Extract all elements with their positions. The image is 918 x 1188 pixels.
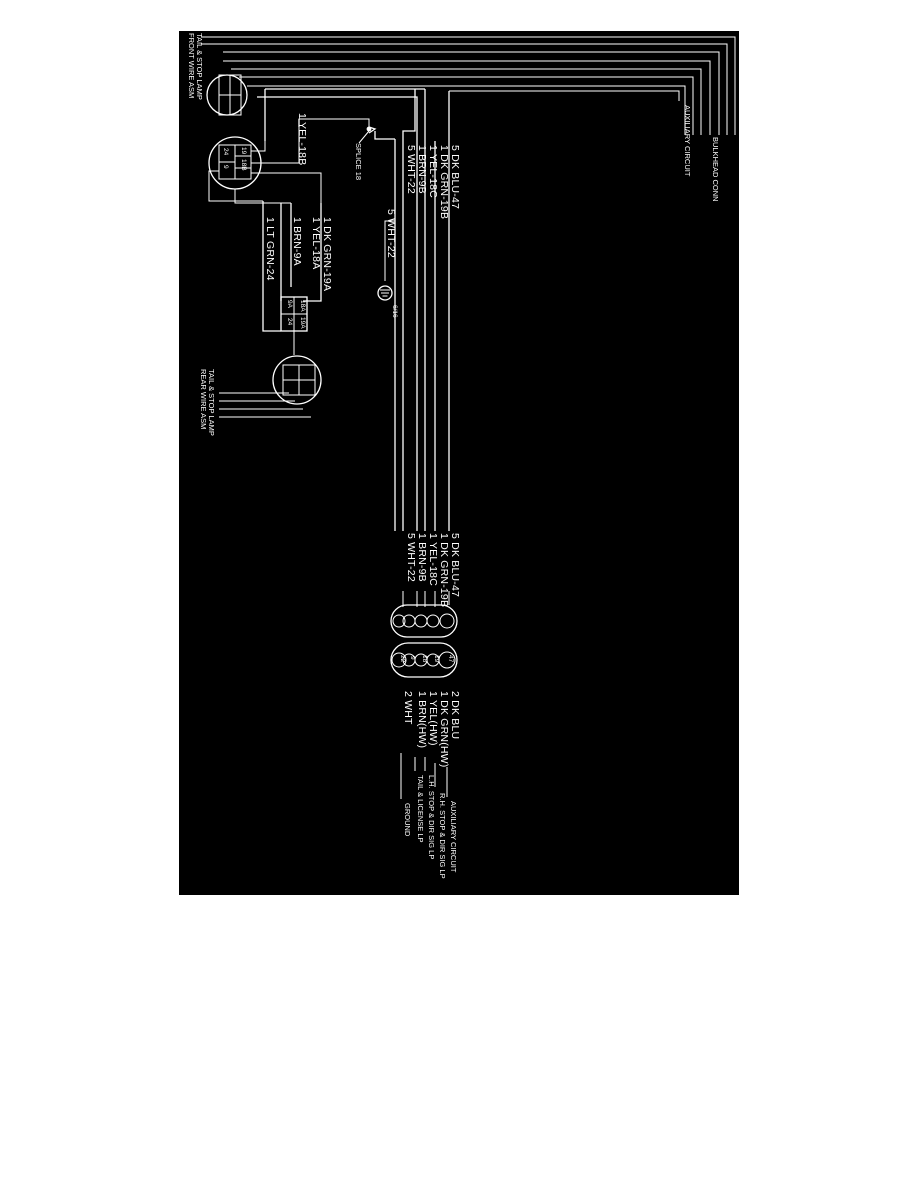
front-pin-label: 9 xyxy=(222,165,229,169)
main-bundle-top-labels: 5 DK BLU-47 1 DK GRN-19B 1 YEL-18C 1 BRN… xyxy=(405,145,461,219)
end-pin-label: 47 xyxy=(447,655,454,663)
rear-lamp-label-line1: TAIL & STOP LAMP xyxy=(207,369,216,436)
wht-22-label: 5 WHT-22 xyxy=(385,209,397,258)
wire-label: 1 DK GRN-19B xyxy=(438,533,450,607)
top-harness xyxy=(201,36,736,263)
ground-symbol-icon xyxy=(377,285,393,301)
vehicle-side-connector xyxy=(390,604,458,638)
wire-label: 2 DK BLU xyxy=(449,691,461,739)
wire-label: 1 BRN-9A xyxy=(291,217,303,266)
wht-ground-branch: 6/16 xyxy=(377,220,398,318)
end-pin-label: 19 xyxy=(433,655,440,663)
lower-bundle-labels: 1 DK GRN-19A 1 YEL-18A 1 BRN-9A 1 LT GRN… xyxy=(264,217,333,291)
end-pin-label: 9 xyxy=(409,656,416,660)
wiring-diagram-svg: TAIL & STOP LAMP FRONT WIRE ASM 19 24 18… xyxy=(187,33,736,879)
trailer-side-labels: 2 DK BLU 1 DK GRN(HW) 1 YEL(HW) 1 BRN(HW… xyxy=(402,691,461,767)
front-pin-label: 24 xyxy=(222,148,229,156)
rear-pin-label: 19A xyxy=(299,317,306,329)
function-label: TAIL & LICENSE LP xyxy=(416,775,425,843)
wire-label: 1 BRN-9B xyxy=(416,533,428,582)
wire-label: 5 DK BLU-47 xyxy=(449,533,461,597)
wire-label: 1 YEL-18C xyxy=(427,533,439,586)
wire-label: 1 BRN(HW) xyxy=(416,691,428,748)
wiring-diagram: TAIL & STOP LAMP FRONT WIRE ASM 19 24 18… xyxy=(179,31,739,895)
lower-bundle: 9A 18A 24 19A xyxy=(262,201,322,355)
main-bundle-bottom-labels: 5 DK BLU-47 1 DK GRN-19B 1 YEL-18C 1 BRN… xyxy=(405,533,461,607)
function-label: L.H. STOP & DIR SIG LP xyxy=(427,775,436,859)
wire-label: 5 WHT-22 xyxy=(405,533,417,582)
function-label: AUXILIARY CIRCUIT xyxy=(449,801,458,873)
auxiliary-label: AUXILIARY CIRCUIT xyxy=(683,105,692,177)
front-lamp-label-line1: TAIL & STOP LAMP xyxy=(195,33,204,100)
wire-label: 1 DK GRN-19A xyxy=(321,217,333,291)
function-label: R.H. STOP & DIR SIG LP xyxy=(438,793,447,879)
yel-18b-label: 1 YEL-18B xyxy=(296,113,308,165)
wire-label: 1 YEL(HW) xyxy=(427,691,439,746)
front-pin-label: 19 xyxy=(240,147,247,155)
bulkhead-label: BULKHEAD CONN xyxy=(711,137,720,202)
front-lamp-label-line2: FRONT WIRE ASM xyxy=(187,33,196,98)
yel-18b-lead xyxy=(298,119,377,144)
wire-label: 1 YEL-18A xyxy=(310,217,322,269)
main-bundle xyxy=(374,89,450,531)
front-pin-label: 18B xyxy=(240,159,247,171)
wire-label: 1 DK GRN-19B xyxy=(438,145,450,219)
rear-pin-label: 18A xyxy=(299,300,306,312)
rear-pin-label: 9A xyxy=(286,300,293,309)
rear-pin-label: 24 xyxy=(286,318,293,326)
bundle-continuation xyxy=(402,591,450,607)
wire-label: 5 WHT-22 xyxy=(405,145,417,194)
ground-mark: 6/16 xyxy=(391,305,398,318)
function-labels: AUXILIARY CIRCUIT R.H. STOP & DIR SIG LP… xyxy=(403,775,458,879)
rear-lamp-label-line2: REAR WIRE ASM xyxy=(199,369,208,429)
wire-label: 1 BRN-9B xyxy=(416,145,428,194)
splice-dot-icon xyxy=(366,126,372,132)
end-pin-label: 22 xyxy=(399,655,406,663)
wire-label: 5 DK BLU-47 xyxy=(449,145,461,209)
trailer-wires xyxy=(400,753,448,799)
front-junction-connector: 19 24 18B 9 xyxy=(208,118,370,204)
front-lamp-connector xyxy=(206,74,248,116)
rear-lamp-connector xyxy=(219,355,322,418)
trailer-side-connector: 47 19 18 9 22 xyxy=(390,642,458,678)
connector-circle-icon xyxy=(272,355,322,405)
wire-label: 1 DK GRN(HW) xyxy=(438,691,450,767)
wire-label: 1 LT GRN-24 xyxy=(264,217,276,281)
wire-label: 2 WHT xyxy=(402,691,414,725)
function-label: GROUND xyxy=(403,803,412,837)
splice-label: SPLICE 18 xyxy=(354,143,363,180)
end-pin-label: 18 xyxy=(421,655,428,663)
wire-label: 1 YEL-18C xyxy=(427,145,439,198)
